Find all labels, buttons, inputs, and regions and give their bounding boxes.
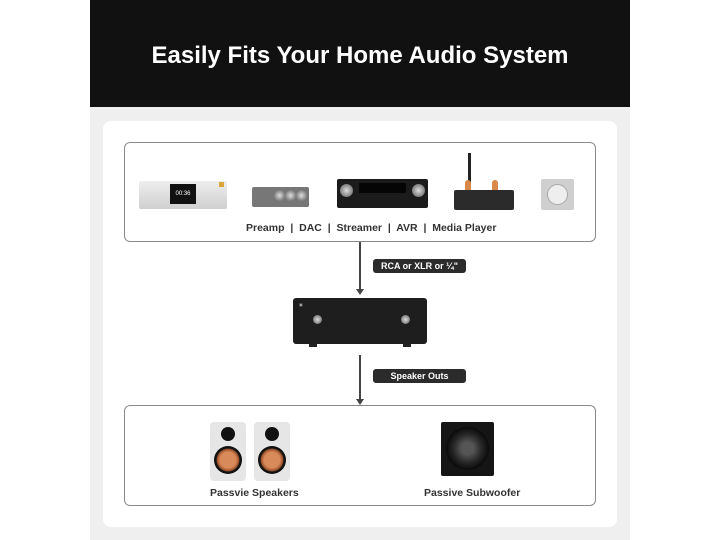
speaker-right-image bbox=[254, 422, 290, 481]
input-connection-badge: RCA or XLR or ¼" TRS bbox=[373, 259, 466, 285]
page-title: Easily Fits Your Home Audio System bbox=[151, 41, 569, 69]
output-devices-box bbox=[124, 405, 596, 506]
dac-device-image bbox=[252, 187, 309, 207]
media-player-device-image bbox=[541, 179, 574, 210]
arrow-down-icon bbox=[356, 399, 364, 405]
preamp-device-image: 00:36 bbox=[139, 181, 227, 209]
tube-preamp-device-image bbox=[454, 153, 514, 210]
output-connector-line bbox=[359, 355, 361, 399]
amplifier-device-image: ▣ bbox=[293, 298, 427, 347]
source-devices-label: Preamp | DAC | Streamer | AVR | Media Pl… bbox=[246, 222, 497, 234]
subwoofer-label: Passive Subwoofer bbox=[424, 487, 521, 499]
speaker-left-image bbox=[210, 422, 246, 481]
subwoofer-image bbox=[441, 422, 494, 476]
input-connector-line bbox=[359, 242, 361, 290]
arrow-down-icon bbox=[356, 289, 364, 295]
header-banner: Easily Fits Your Home Audio System bbox=[90, 0, 630, 107]
avr-device-image bbox=[337, 179, 428, 208]
output-connection-badge: Speaker Outs bbox=[373, 369, 466, 383]
speakers-label: Passvie Speakers bbox=[210, 487, 299, 499]
